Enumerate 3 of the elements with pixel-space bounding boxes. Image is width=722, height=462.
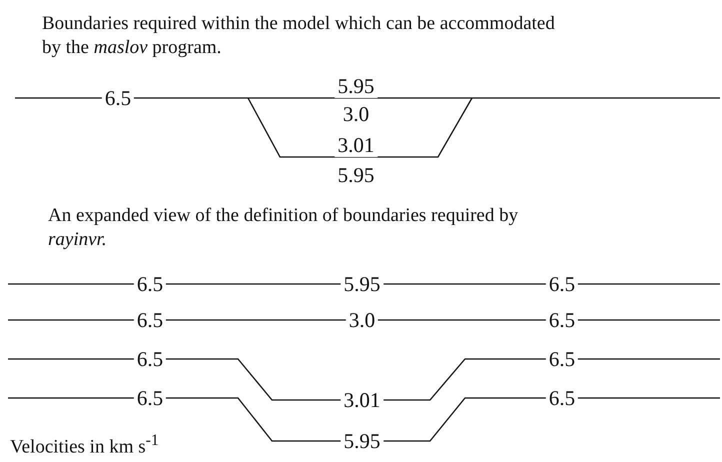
units-note: Velocities in km s$^{-1}$ bbox=[10, 431, 159, 460]
caption-text: An expanded view of the definition of boundaries required by rayinvr. bbox=[48, 204, 520, 252]
caption-text: Boundaries required within the model which can be accommodated by the maslov program. bbox=[42, 12, 556, 60]
